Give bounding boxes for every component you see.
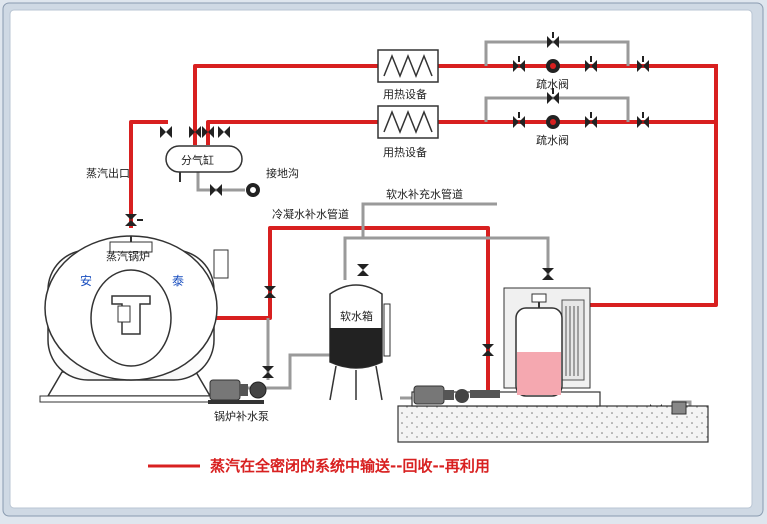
condensate-pipe-label: 冷凝水补水管道 [272, 207, 349, 221]
soft-water-pipe-label: 软水补充水管道 [386, 187, 463, 201]
heat-equipment-2-label: 用热设备 [383, 145, 427, 159]
valve-icon [189, 126, 201, 138]
steam-boiler: 蒸汽锅炉 安 泰 [39, 235, 229, 403]
steam-outlet-label: 蒸汽出口 [86, 166, 130, 180]
legend-text: 蒸汽在全密闭的系统中输送--回收--再利用 [210, 457, 490, 475]
feed-pump-label: 锅炉补水泵 [214, 410, 269, 423]
boiler-feed-pump: 锅炉补水泵 [208, 379, 269, 423]
valve-icon [264, 286, 276, 298]
distributor-label: 分气缸 [181, 153, 214, 167]
valve-icon [585, 56, 597, 72]
valve-icon [547, 32, 559, 48]
valve-icon [160, 126, 172, 138]
valve-icon [513, 56, 525, 72]
valve-icon [547, 88, 559, 104]
valve-icon [482, 344, 494, 356]
heat-equipment-1: 用热设备 [377, 49, 439, 101]
valve-icon [262, 366, 274, 378]
valve-icon [585, 112, 597, 128]
valve-icon [542, 268, 554, 280]
boiler-label: 蒸汽锅炉 [106, 249, 150, 263]
heat-equipment-1-label: 用热设备 [383, 87, 427, 101]
boiler-brand-right: 泰 [172, 274, 184, 288]
steam-trap-2: 疏水阀 [536, 115, 569, 147]
recovery-pump [413, 385, 500, 405]
valve-icon [125, 214, 143, 226]
heat-equipment-2: 用热设备 [377, 105, 439, 159]
steam-distributor: 分气缸 [165, 145, 243, 182]
steam-trap-2-label: 疏水阀 [536, 133, 569, 147]
valve-icon [218, 126, 230, 138]
soft-water-tank-label: 软水箱 [340, 309, 373, 323]
outlet-fitting [671, 401, 687, 415]
steam-trap-1: 疏水阀 [536, 59, 569, 91]
condensate-recovery-unit [503, 287, 591, 397]
valve-icon [357, 264, 369, 276]
valve-icon [637, 112, 649, 128]
valve-icon [637, 56, 649, 72]
valve-icon [202, 126, 214, 138]
valve-icon [513, 112, 525, 128]
boiler-brand-left: 安 [80, 273, 92, 288]
steam-trap-1-label: 疏水阀 [536, 77, 569, 91]
drain-pump [246, 183, 260, 197]
valve-icon [210, 184, 222, 196]
soft-water-tank: 软水箱 [329, 284, 391, 401]
foundation-slab [397, 405, 709, 443]
ground-drain-label: 接地沟 [266, 167, 299, 180]
valves [125, 32, 662, 416]
legend: 蒸汽在全密闭的系统中输送--回收--再利用 [148, 457, 490, 475]
